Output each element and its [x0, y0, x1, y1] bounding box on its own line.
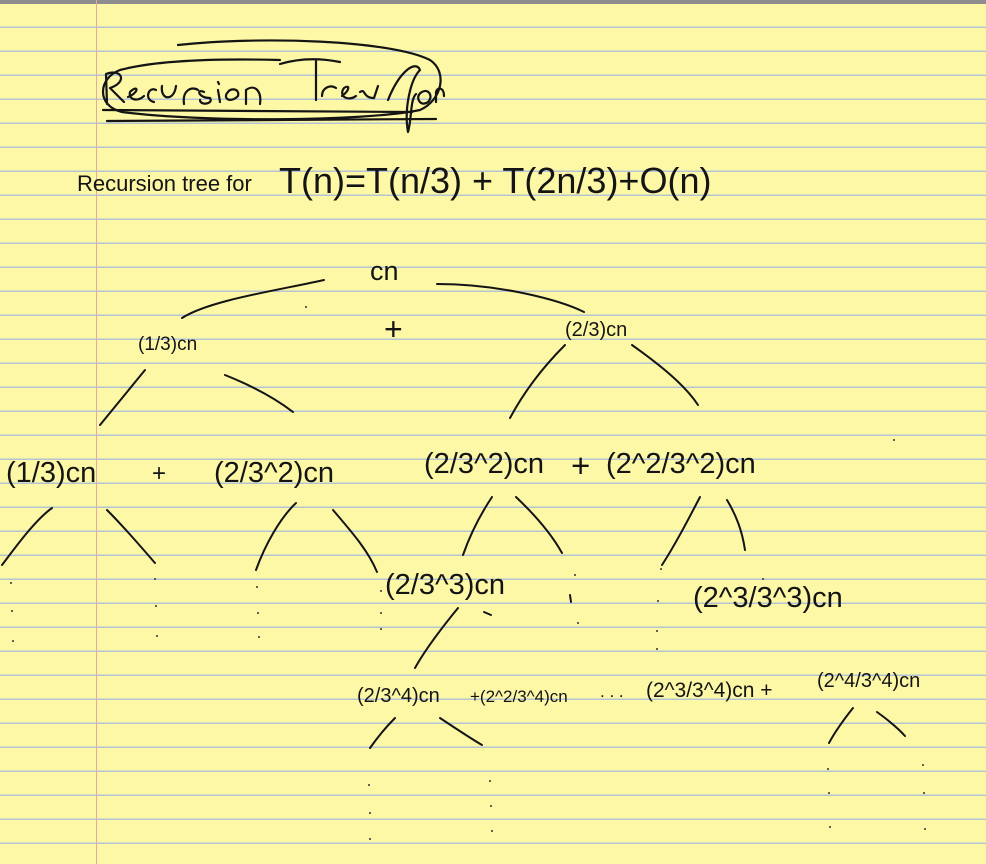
edge-l4-d-left	[828, 707, 854, 744]
edge-l2-b-right	[332, 509, 378, 573]
heading-ellipse	[102, 39, 442, 121]
heading-underline-1	[101, 108, 414, 114]
heading-scribble-word-3	[386, 65, 446, 134]
dot	[369, 812, 371, 814]
edge-root-right	[436, 283, 585, 313]
edge-l2-a-left	[1, 507, 53, 566]
title-recurrence: T(n)=T(n/3) + T(2n/3)+O(n)	[279, 160, 712, 201]
edge-l1-left-a	[99, 369, 146, 426]
tree-node-l2-a: (1/3)cn	[6, 457, 97, 489]
dot	[11, 610, 13, 612]
heading-scribble-word-1	[104, 71, 262, 106]
tree-node-l3-a: (2/3^3)cn	[385, 569, 505, 601]
dot	[368, 784, 370, 786]
dot	[922, 764, 924, 766]
dot	[257, 612, 259, 614]
edge-l1-left-b	[224, 374, 294, 413]
heading-scribble-word-2	[278, 58, 380, 102]
dot	[491, 830, 493, 832]
dot	[305, 306, 307, 308]
dot	[829, 826, 831, 828]
edge-l3-tick-2	[569, 594, 572, 603]
edge-l4-a-left	[369, 717, 396, 749]
dot	[660, 568, 662, 570]
edge-l3-tick	[483, 611, 492, 616]
tree-node-l4-b: +(2^2/3^4)cn	[470, 687, 568, 706]
tree-plus-l2-c: +	[571, 447, 591, 484]
edge-l2-d-right	[726, 499, 746, 551]
edge-l1-right-a	[509, 344, 566, 419]
margin-line	[96, 0, 97, 864]
dot	[380, 590, 382, 592]
tree-plus-l1: +	[384, 311, 403, 347]
dot	[574, 574, 576, 576]
dot	[12, 640, 14, 642]
edge-l1-right-b	[631, 344, 699, 406]
tree-node-l4-c: (2^3/3^4)cn +	[646, 679, 773, 702]
edge-l3-a-down	[414, 607, 459, 669]
tree-node-l1-left: (1/3)cn	[138, 334, 198, 355]
dot	[10, 582, 12, 584]
dot	[154, 578, 156, 580]
edge-l4-a-right	[439, 717, 483, 746]
dot	[923, 792, 925, 794]
dot	[156, 635, 158, 637]
handwritten-heading	[101, 39, 446, 134]
dot	[828, 792, 830, 794]
dot	[656, 630, 658, 632]
title-prefix: Recursion tree for	[77, 171, 252, 196]
dot	[489, 780, 491, 782]
tree-node-l3-b: (2^3/3^3)cn	[693, 582, 843, 614]
dot	[380, 612, 382, 614]
dot	[380, 628, 382, 630]
edge-l4-d-right	[876, 711, 906, 737]
edge-l2-c-left	[462, 496, 493, 556]
dot	[577, 622, 579, 624]
dot	[657, 600, 659, 602]
tree-node-l1-right: (2/3)cn	[565, 319, 628, 341]
dot	[827, 768, 829, 770]
dot	[490, 805, 492, 807]
tree-plus-l2-a: +	[152, 460, 167, 487]
tree-node-l4-d: (2^4/3^4)cn	[817, 670, 921, 692]
tree-root-node: cn	[370, 256, 399, 286]
dot	[155, 605, 157, 607]
tree-node-l2-c: (2/3^2)cn	[424, 448, 544, 480]
tree-node-l2-d: (2^2/3^2)cn	[606, 448, 756, 480]
dot	[762, 578, 764, 580]
edge-l2-b-left	[255, 502, 297, 571]
dot	[369, 838, 371, 840]
tree-node-l2-b: (2/3^2)cn	[214, 457, 334, 489]
edge-l2-d-left	[661, 496, 701, 566]
dot	[258, 636, 260, 638]
edge-l2-a-right	[106, 509, 156, 564]
edge-root-left	[181, 279, 325, 319]
dot	[924, 828, 926, 830]
tree-ellipsis-l4: . . .	[600, 682, 624, 701]
dot	[256, 586, 258, 588]
dot	[656, 648, 658, 650]
edge-l2-c-right	[515, 496, 563, 554]
tree-node-l4-a: (2/3^4)cn	[357, 685, 440, 707]
heading-underline-2	[105, 117, 438, 123]
dot	[893, 439, 895, 441]
window-top-border	[0, 0, 986, 4]
